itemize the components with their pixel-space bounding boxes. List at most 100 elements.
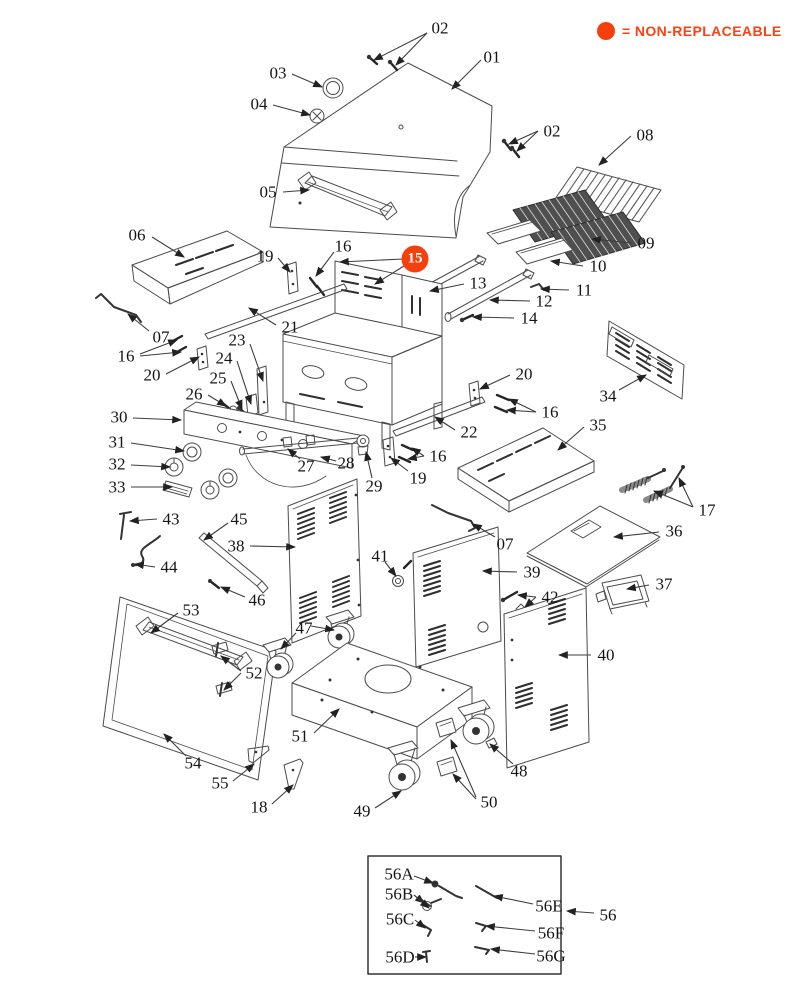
part-41-electrode: [392, 559, 413, 587]
leader-line-47: [280, 632, 297, 650]
part-19-bracket-top: [286, 261, 299, 295]
leader-line-22: [434, 416, 456, 431]
leader-line-53: [150, 612, 179, 634]
part-02-screws-top: [366, 54, 399, 72]
leader-line-11: [539, 285, 570, 294]
leader-line-21: [248, 307, 277, 326]
part-15-firebox: [282, 260, 443, 451]
part-14-screw: [459, 313, 475, 323]
leader-line-01: [451, 59, 482, 90]
part-49-caster: [387, 740, 421, 791]
part-36-bottom-panel: [526, 505, 661, 588]
leader-line-14: [471, 313, 515, 322]
part-16-screws-right: [493, 393, 511, 414]
leader-line-56G: [489, 946, 536, 955]
leader-line-56C: [414, 919, 426, 929]
leader-line-20b: [479, 374, 511, 390]
legend-text: = NON-REPLACEABLE: [622, 23, 782, 39]
part-37-grease-cup: [595, 574, 650, 615]
leader-line-50: [450, 738, 477, 798]
leader-line-16d: [411, 447, 425, 457]
leader-line-12: [488, 296, 531, 305]
leader-line-46: [219, 586, 246, 598]
leader-line-07b: [472, 523, 496, 538]
part-20-bracket-right: [468, 380, 481, 407]
leader-line-02b: [507, 130, 539, 145]
leader-line-04: [272, 104, 312, 117]
non-replaceable-dot-icon: [597, 22, 615, 40]
leader-line-19a: [277, 257, 291, 273]
leader-line-17: [652, 490, 694, 508]
leader-line-56E: [492, 893, 534, 905]
part-32-knob: [164, 457, 220, 500]
leader-line-31: [130, 442, 186, 454]
part-07-rod-left: [95, 293, 142, 323]
leader-line-39: [481, 567, 518, 576]
leader-line-17: [678, 477, 694, 508]
leader-line-30: [132, 415, 183, 424]
part-34-louver-panel: [606, 320, 685, 400]
part-48-caster: [457, 699, 498, 749]
leader-line-34: [618, 374, 647, 391]
leader-line-32: [130, 462, 172, 471]
leader-line-52: [223, 672, 242, 691]
leader-line-07a: [127, 313, 150, 332]
leader-line-52: [220, 655, 242, 672]
leader-line-35: [557, 426, 585, 451]
leader-line-16b: [139, 339, 179, 355]
part-46-screw: [208, 579, 221, 590]
part-50-caster-pads: [435, 717, 458, 777]
leader-line-48: [489, 743, 514, 765]
leader-line-36: [612, 531, 660, 540]
leader-line-42: [524, 596, 537, 608]
leader-line-29: [364, 450, 373, 479]
leader-line-16c: [508, 398, 537, 413]
leader-line-28: [319, 455, 337, 463]
leader-line-08: [598, 135, 632, 166]
leader-line-24: [236, 360, 252, 406]
part-10-flame-tamers: [486, 219, 574, 265]
leader-line-20a: [165, 356, 200, 375]
leader-line-16d: [406, 453, 425, 462]
leader-line-41: [384, 561, 397, 577]
leader-line-03: [291, 73, 324, 88]
leader-line-55: [232, 763, 255, 782]
leader-line-16a: [315, 251, 335, 277]
leader-line-54: [163, 733, 187, 757]
part-21-rail: [204, 283, 348, 340]
part-16-screws-top: [308, 276, 326, 297]
part-38-left-panel: [287, 478, 362, 644]
leader-line-56F: [484, 923, 536, 932]
leader-line-18: [271, 784, 294, 805]
leader-line-15: [374, 265, 405, 285]
leader-line-05: [282, 186, 311, 195]
leader-line-02b: [516, 130, 539, 152]
leader-line-26: [207, 394, 227, 407]
leader-line-25: [230, 380, 243, 411]
leader-line-02a: [373, 32, 428, 61]
leader-line-23: [249, 343, 264, 383]
part-39-rear-panel: [412, 526, 502, 668]
part-40-right-panel: [503, 587, 590, 769]
leader-line-49: [374, 790, 402, 809]
leader-line-27: [287, 448, 301, 460]
leader-line-56B: [413, 894, 430, 909]
part-31-bezel: [182, 442, 238, 488]
part-43-igniter-pipe: [119, 511, 132, 540]
legend: = NON-REPLACEABLE: [597, 22, 782, 40]
leader-line-45: [203, 522, 229, 541]
part-02-screws-right: [501, 138, 521, 159]
part-24-plate: [245, 393, 259, 417]
part-28-manifold: [239, 434, 359, 488]
leader-line-10: [549, 258, 584, 267]
leader-line-56: [565, 907, 595, 916]
leader-line-19b: [390, 457, 409, 472]
leader-line-51: [313, 708, 340, 734]
leader-line-50: [452, 773, 477, 800]
leader-line-02a: [395, 32, 428, 66]
part-06-side-shelf: [131, 230, 264, 305]
leader-line-56A: [413, 875, 435, 884]
part-56G-wire: [474, 946, 490, 955]
